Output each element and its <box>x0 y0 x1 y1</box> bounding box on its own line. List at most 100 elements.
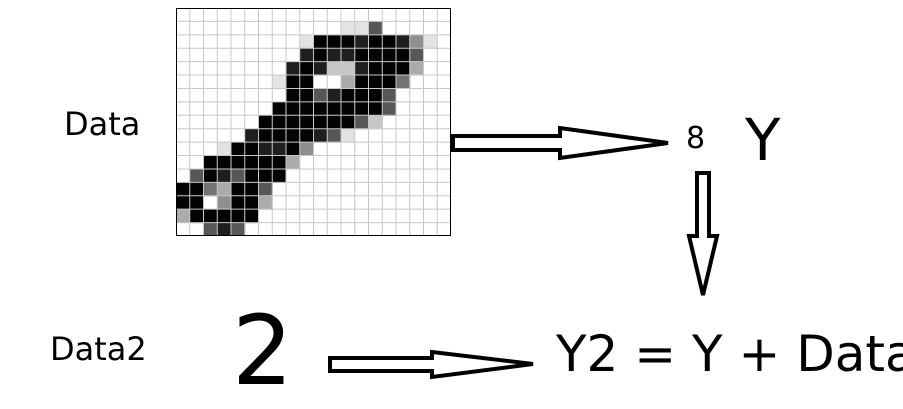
ink-pixel <box>354 48 369 63</box>
ink-pixel <box>217 155 232 170</box>
ink-pixel <box>272 142 287 157</box>
ink-pixel <box>368 61 383 76</box>
ink-pixel <box>368 48 383 63</box>
ink-pixel <box>231 168 246 183</box>
ink-pixel <box>203 168 218 183</box>
ink-pixel <box>299 88 314 103</box>
ink-pixel <box>327 34 342 49</box>
ink-pixel <box>299 101 314 116</box>
ink-pixel <box>382 34 397 49</box>
ink-pixel <box>231 209 246 224</box>
ink-pixel <box>341 88 356 103</box>
ink-pixel <box>203 155 218 170</box>
ink-pixel <box>217 209 232 224</box>
ink-pixel <box>327 88 342 103</box>
ink-pixel <box>217 195 232 210</box>
ink-pixel <box>244 168 259 183</box>
ink-pixel <box>189 195 204 210</box>
ink-pixel <box>286 128 301 143</box>
ink-pixel <box>368 34 383 49</box>
ink-pixel <box>244 195 259 210</box>
ink-pixel <box>313 128 328 143</box>
ink-pixel <box>423 34 438 49</box>
ink-pixel <box>286 155 301 170</box>
ink-pixel <box>341 34 356 49</box>
ink-pixel <box>354 88 369 103</box>
ink-pixel <box>176 209 191 224</box>
ink-pixel <box>341 48 356 63</box>
ink-pixel <box>327 115 342 130</box>
ink-pixel <box>327 61 342 76</box>
ink-pixel <box>189 209 204 224</box>
ink-pixel <box>409 48 424 63</box>
ink-pixel <box>313 101 328 116</box>
ink-pixel <box>244 155 259 170</box>
ink-pixel <box>299 48 314 63</box>
ink-pixel <box>368 21 383 36</box>
ink-pixel <box>299 61 314 76</box>
arrow-down-y-to-equation <box>686 171 720 296</box>
prediction-label: 8 <box>686 121 706 156</box>
ink-pixel <box>176 195 191 210</box>
ink-pixel <box>217 222 232 236</box>
ink-pixel <box>396 75 411 89</box>
ink-pixel <box>327 48 342 63</box>
data-label: Data <box>64 105 141 143</box>
ink-pixel <box>203 209 218 224</box>
ink-pixel <box>244 182 259 197</box>
ink-pixel <box>354 75 369 89</box>
ink-pixel <box>327 101 342 116</box>
ink-pixel <box>203 182 218 197</box>
ink-pixel <box>382 48 397 63</box>
ink-pixel <box>313 34 328 49</box>
ink-pixel <box>368 75 383 89</box>
ink-pixel <box>286 61 301 76</box>
ink-pixel <box>231 155 246 170</box>
ink-pixel <box>341 61 356 76</box>
ink-pixel <box>396 34 411 49</box>
ink-pixel <box>368 88 383 103</box>
ink-pixel <box>341 115 356 130</box>
ink-pixel <box>341 128 356 143</box>
equation-label: Y2 = Y + Data <box>556 325 903 383</box>
ink-pixel <box>354 61 369 76</box>
ink-pixel <box>286 88 301 103</box>
ink-pixel <box>272 155 287 170</box>
ink-pixel <box>313 115 328 130</box>
ink-pixel <box>272 101 287 116</box>
ink-pixel <box>244 142 259 157</box>
ink-pixel <box>354 21 369 36</box>
ink-pixel <box>396 61 411 76</box>
ink-pixel <box>299 34 314 49</box>
ink-pixel <box>313 88 328 103</box>
ink-pixel <box>313 61 328 76</box>
ink-pixel <box>286 101 301 116</box>
ink-pixel <box>341 101 356 116</box>
ink-pixel <box>272 128 287 143</box>
arrow-right-2-to-equation <box>328 349 534 380</box>
ink-pixel <box>368 115 383 130</box>
ink-pixel <box>258 142 273 157</box>
ink-pixel <box>258 168 273 183</box>
ink-pixel <box>368 101 383 116</box>
ink-pixel <box>231 142 246 157</box>
ink-pixel <box>382 101 397 116</box>
data2-label: Data2 <box>50 330 147 368</box>
ink-pixel <box>258 195 273 210</box>
ink-pixel <box>354 101 369 116</box>
ink-pixel <box>382 88 397 103</box>
ink-pixel <box>217 182 232 197</box>
ink-pixel <box>272 75 287 89</box>
ink-pixel <box>382 61 397 76</box>
ink-pixel <box>258 155 273 170</box>
ink-pixel <box>272 115 287 130</box>
ink-pixel <box>354 115 369 130</box>
ink-pixel <box>244 128 259 143</box>
ink-pixel <box>231 182 246 197</box>
ink-pixel <box>286 142 301 157</box>
ink-pixel <box>382 75 397 89</box>
ink-pixel <box>258 128 273 143</box>
ink-pixel <box>396 48 411 63</box>
input-digit-two: 2 <box>232 295 294 407</box>
